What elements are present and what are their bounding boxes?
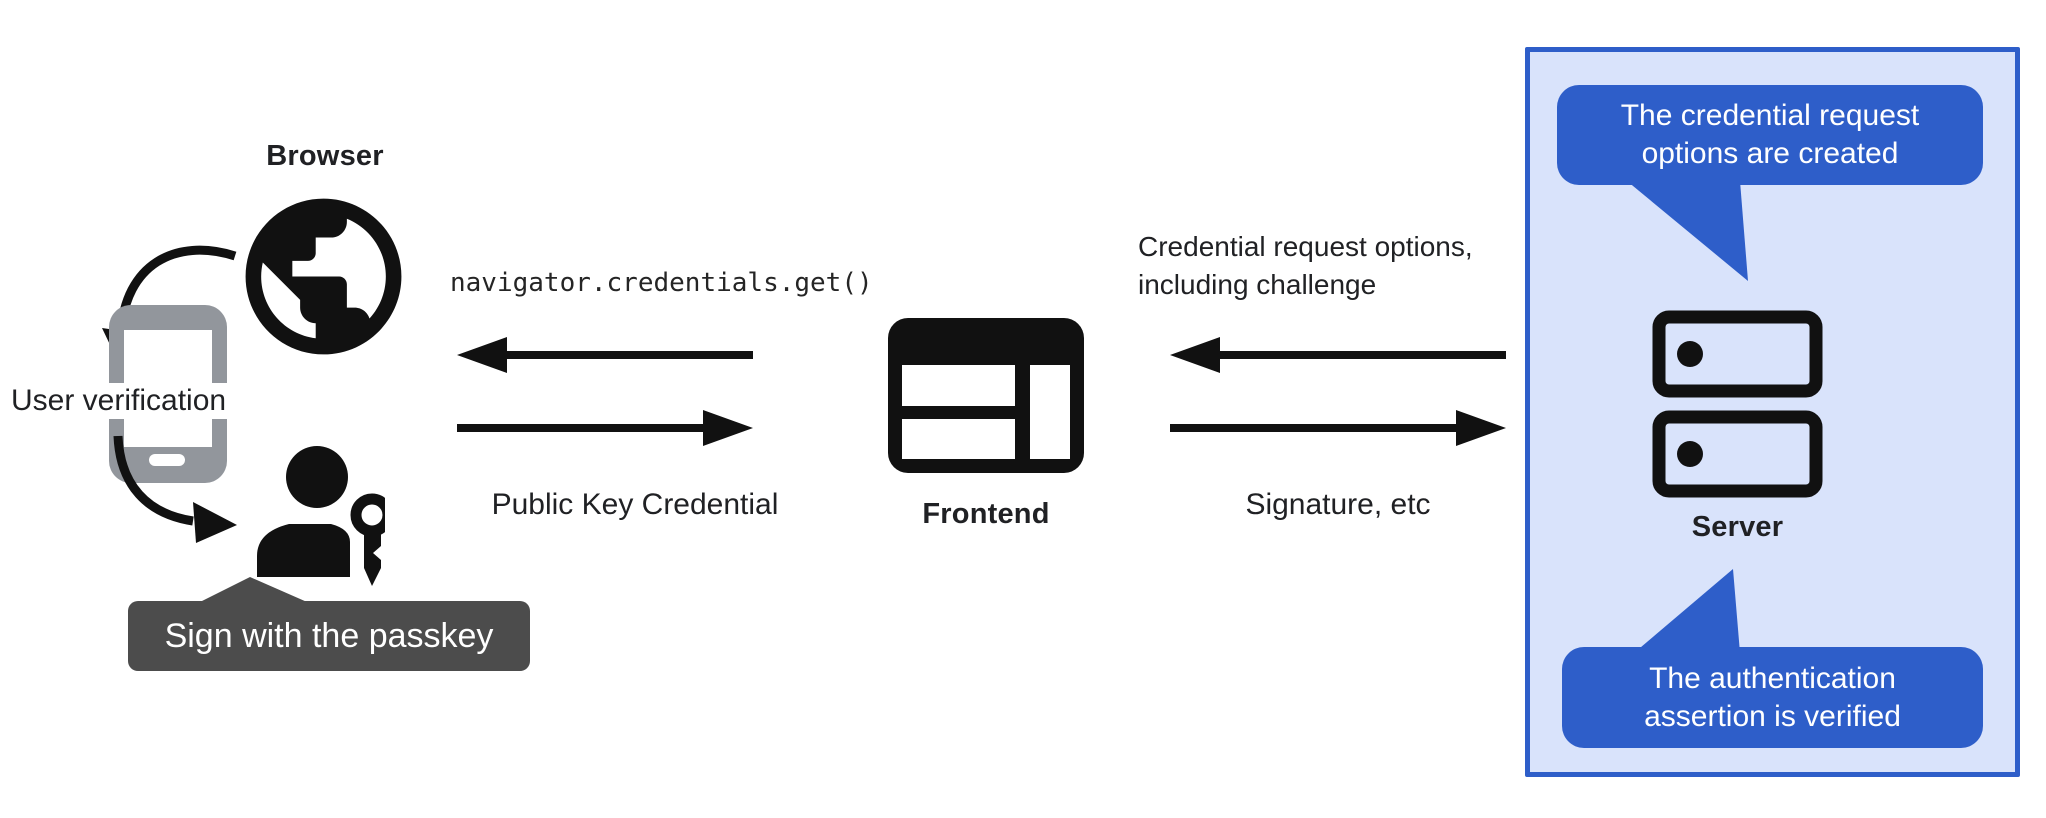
user-verification-label: User verification xyxy=(8,383,230,419)
server-bubble-bottom-text: The authentication assertion is verified xyxy=(1644,661,1901,733)
server-bubble-top-tail xyxy=(1627,181,1748,281)
passkey-user-icon xyxy=(257,446,385,586)
server-to-frontend-arrow xyxy=(1170,337,1506,373)
server-bubble-bottom-tail xyxy=(1634,569,1740,653)
public-key-credential-label: Public Key Credential xyxy=(491,488,779,521)
frontend-window-icon xyxy=(888,318,1084,473)
server-bubble-top: The credential request options are creat… xyxy=(1557,85,1983,185)
sign-with-passkey-text: Sign with the passkey xyxy=(164,616,494,655)
navigator-credentials-get-label: navigator.credentials.get() xyxy=(450,268,873,298)
browser-to-frontend-arrow xyxy=(457,410,753,446)
credential-request-options-label: Credential request options, including ch… xyxy=(1138,231,1473,300)
browser-label: Browser xyxy=(266,140,384,172)
phone-to-user-curved-arrow xyxy=(113,435,237,543)
tooltip-pointer xyxy=(200,577,307,602)
server-panel: The credential request options are creat… xyxy=(1525,47,2020,777)
browser-globe-icon xyxy=(245,198,402,355)
signature-label: Signature, etc xyxy=(1245,488,1431,521)
frontend-to-browser-arrow xyxy=(457,337,753,373)
server-bubble-bottom: The authentication assertion is verified xyxy=(1562,647,1983,748)
sign-with-passkey-tooltip: Sign with the passkey xyxy=(128,601,530,671)
server-icon xyxy=(1652,310,1823,498)
frontend-label: Frontend xyxy=(922,498,1050,530)
server-label: Server xyxy=(1691,511,1784,543)
server-bubble-top-text: The credential request options are creat… xyxy=(1620,99,1920,170)
frontend-to-server-arrow xyxy=(1170,410,1506,446)
